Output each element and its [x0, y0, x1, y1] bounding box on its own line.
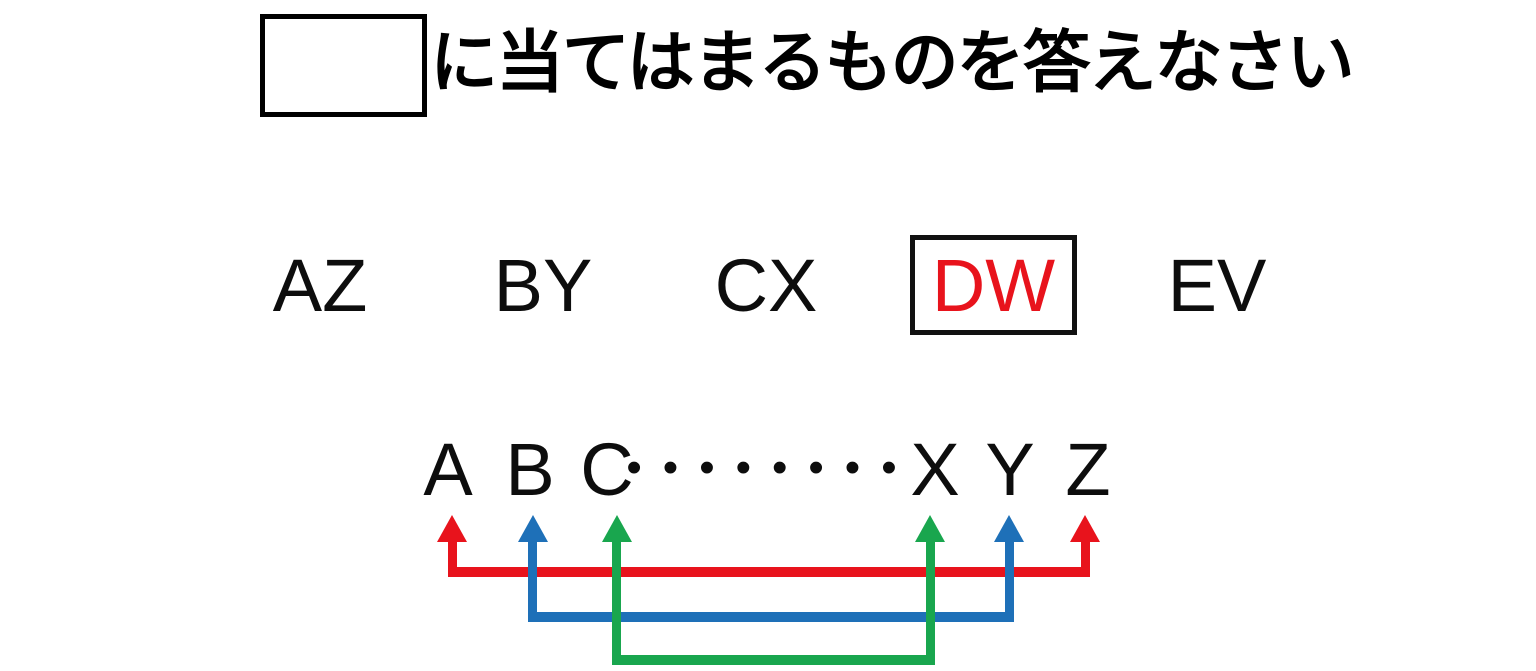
arrowhead-z-icon [1070, 515, 1100, 542]
letter-a: A [423, 428, 473, 511]
bracket-c-x [612, 540, 935, 665]
letter-y: Y [985, 428, 1035, 511]
arrowhead-y-icon [994, 515, 1024, 542]
arrowhead-x-icon [915, 515, 945, 542]
letter-z: Z [1065, 428, 1111, 511]
letter-b: B [505, 428, 555, 511]
letter-c: C [580, 428, 634, 511]
bracket-b-y [528, 540, 1014, 622]
bracket-a-z [448, 540, 1090, 577]
pair-by: BY [493, 244, 593, 327]
pair-cx: CX [714, 244, 818, 327]
pair-dw: DW [931, 243, 1056, 327]
pair-dw-highlight-box: DW [910, 235, 1077, 335]
ellipsis-dots: •••••••• [626, 443, 918, 492]
arrowhead-b-icon [518, 515, 548, 542]
title-text: に当てはまるものを答えなさい [430, 25, 1355, 101]
arrowhead-c-icon [602, 515, 632, 542]
answer-blank-box [260, 14, 427, 117]
pair-ev: EV [1167, 244, 1267, 327]
letter-x: X [910, 428, 960, 511]
arrowhead-a-icon [437, 515, 467, 542]
pair-az: AZ [272, 244, 368, 327]
